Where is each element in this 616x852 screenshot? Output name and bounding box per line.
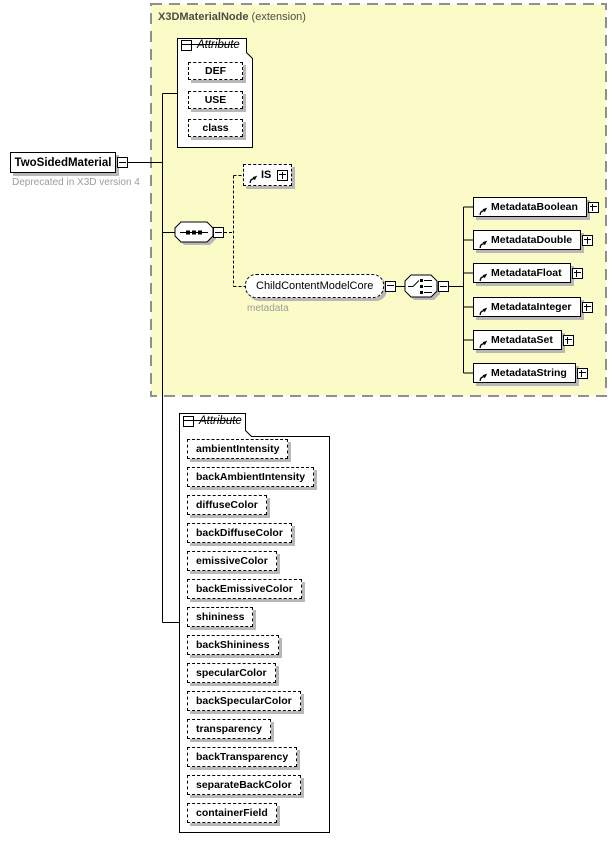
attribute-label: ambientIntensity: [196, 443, 280, 455]
reference-arrow-icon: [249, 174, 258, 184]
collapse-toggle[interactable]: [385, 280, 397, 292]
sequence-compositor[interactable]: [174, 221, 216, 245]
group-childcontentmodelcore[interactable]: ChildContentModelCore: [245, 274, 397, 298]
reference-arrow-icon: [479, 206, 488, 216]
collapse-toggle[interactable]: [181, 39, 192, 51]
collapse-toggle[interactable]: [213, 227, 224, 238]
expand-toggle[interactable]: [581, 301, 593, 313]
reference-arrow-icon: [479, 239, 488, 249]
optional-connectors: [224, 175, 245, 287]
choice-icon: [408, 279, 432, 294]
collapse-toggle[interactable]: [183, 415, 194, 427]
attribute-diffusecolor[interactable]: diffuseColor: [187, 495, 267, 515]
element-label: IS: [261, 169, 272, 181]
attribute-transparency[interactable]: transparency: [187, 719, 271, 739]
attribute-containerfield[interactable]: containerField: [187, 803, 277, 823]
element-label: MetadataSet: [491, 334, 553, 346]
collapse-toggle[interactable]: [438, 281, 449, 292]
expand-toggle[interactable]: [576, 367, 588, 379]
attribute-ambientintensity[interactable]: ambientIntensity: [187, 439, 289, 459]
attribute-label: transparency: [196, 723, 262, 735]
element-is[interactable]: IS: [243, 164, 293, 186]
childcontent-annotation: metadata: [247, 303, 289, 314]
attribute-backemissivecolor[interactable]: backEmissiveColor: [187, 579, 302, 599]
sequence-icon: [180, 230, 208, 235]
attribute-backshininess[interactable]: backShininess: [187, 635, 279, 655]
reference-arrow-icon: [479, 372, 488, 382]
attribute-label: diffuseColor: [196, 499, 258, 511]
attribute-label: emissiveColor: [196, 555, 268, 567]
attribute-label: DEF: [205, 65, 226, 77]
expand-toggle[interactable]: [277, 169, 289, 181]
attribute-label: USE: [204, 94, 227, 106]
element-metadatastring[interactable]: MetadataString: [473, 363, 588, 383]
element-label: MetadataInteger: [491, 301, 572, 313]
choice-compositor[interactable]: [404, 274, 440, 300]
attribute-label: backEmissiveColor: [196, 583, 293, 595]
attribute-label: backAmbientIntensity: [196, 471, 306, 483]
deprecation-note: Deprecated in X3D version 4: [12, 177, 140, 188]
core-attribute-group-tab: Attribute: [181, 39, 240, 51]
expand-toggle[interactable]: [582, 234, 594, 246]
attribute-backspecularcolor[interactable]: backSpecularColor: [187, 691, 301, 711]
attribute-use[interactable]: USE: [188, 91, 243, 109]
collapse-toggle[interactable]: [117, 157, 128, 168]
attribute-label: backDiffuseColor: [196, 527, 283, 539]
element-label: MetadataString: [491, 367, 567, 379]
element-label: MetadataDouble: [491, 234, 573, 246]
attribute-backtransparency[interactable]: backTransparency: [187, 747, 298, 767]
element-label: MetadataFloat: [491, 267, 562, 279]
element-metadatafloat[interactable]: MetadataFloat: [473, 263, 583, 283]
expand-toggle[interactable]: [562, 334, 574, 346]
reference-arrow-icon: [479, 272, 488, 282]
element-metadataboolean[interactable]: MetadataBoolean: [473, 197, 599, 217]
attribute-label: containerField: [196, 807, 268, 819]
attribute-label: class: [202, 122, 229, 134]
attribute-backambientintensity[interactable]: backAmbientIntensity: [187, 467, 315, 487]
attribute-shininess[interactable]: shininess: [187, 607, 254, 627]
attribute-label: specularColor: [196, 667, 267, 679]
attribute-specularcolor[interactable]: specularColor: [187, 663, 276, 683]
element-label: TwoSidedMaterial: [14, 156, 112, 169]
expand-toggle[interactable]: [587, 201, 599, 213]
attribute-label: separateBackColor: [196, 779, 292, 791]
attribute-label: backSpecularColor: [196, 695, 292, 707]
extension-base-type: X3DMaterialNode: [158, 11, 249, 23]
attribute-label: backShininess: [196, 639, 270, 651]
attribute-label: shininess: [196, 611, 245, 623]
attribute-backdiffusecolor[interactable]: backDiffuseColor: [187, 523, 292, 543]
reference-arrow-icon: [479, 306, 488, 316]
element-metadatadouble[interactable]: MetadataDouble: [473, 230, 594, 250]
attribute-emissivecolor[interactable]: emissiveColor: [187, 551, 277, 571]
element-metadataset[interactable]: MetadataSet: [473, 330, 574, 350]
attribute-group-header: Attribute: [199, 415, 242, 427]
group-label: ChildContentModelCore: [256, 280, 374, 292]
attribute-separatebackcolor[interactable]: separateBackColor: [187, 775, 301, 795]
expand-toggle[interactable]: [571, 267, 583, 279]
extension-region-label: X3DMaterialNode (extension): [158, 11, 306, 23]
element-label: MetadataBoolean: [491, 201, 578, 213]
reference-arrow-icon: [479, 339, 488, 349]
attribute-def[interactable]: DEF: [188, 62, 243, 80]
extension-suffix: (extension): [251, 11, 306, 23]
element-metadatainteger[interactable]: MetadataInteger: [473, 297, 593, 317]
attribute-label: backTransparency: [196, 751, 289, 763]
element-twosidedmaterial[interactable]: TwoSidedMaterial: [10, 152, 128, 173]
solid-connectors: [127, 93, 473, 623]
material-attribute-group-tab: Attribute: [183, 415, 242, 427]
attribute-group-header: Attribute: [197, 39, 240, 51]
attribute-class[interactable]: class: [188, 119, 243, 137]
